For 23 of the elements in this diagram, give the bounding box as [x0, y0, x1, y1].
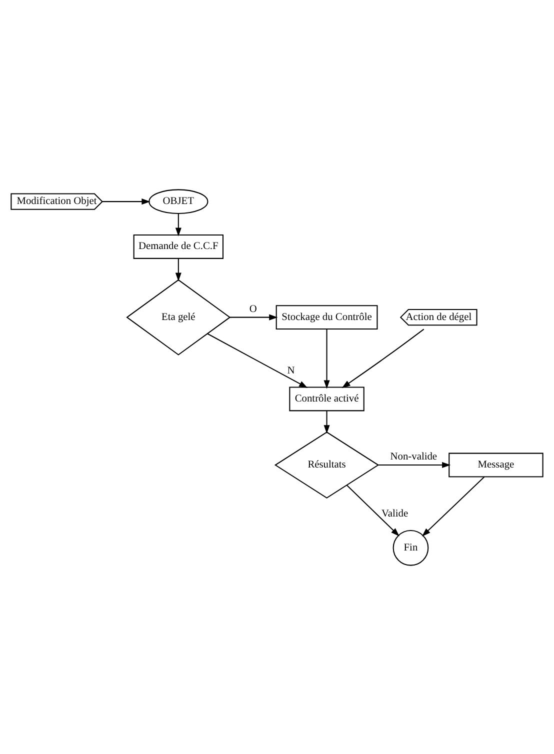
arrow: [324, 328, 330, 388]
node-box: Demande de C.C.F: [133, 234, 224, 258]
arrow: [207, 332, 308, 388]
edge-label: Non-valide: [390, 451, 438, 462]
node-ellipse: OBJET: [148, 188, 208, 214]
arrow: [422, 476, 485, 536]
node-box: Message: [448, 452, 544, 477]
edge-label: N: [287, 364, 295, 376]
arrow: [230, 314, 278, 320]
node-diamond: Eta gelé: [126, 278, 231, 355]
arrow: [342, 328, 424, 388]
arrow: [378, 462, 451, 468]
arrow: [175, 258, 182, 281]
arrow: [102, 198, 150, 204]
arrow: [324, 410, 330, 434]
node-circle: Fin: [392, 530, 429, 566]
arrow: [346, 484, 400, 536]
arrow: [175, 213, 182, 236]
node-diamond: Résultats: [274, 431, 380, 498]
edge-label: Valide: [381, 508, 408, 520]
edge-label: O: [249, 303, 257, 314]
node-box: Stockage du Contrôle: [276, 304, 378, 330]
node-box: Contrôle activé: [289, 386, 364, 411]
